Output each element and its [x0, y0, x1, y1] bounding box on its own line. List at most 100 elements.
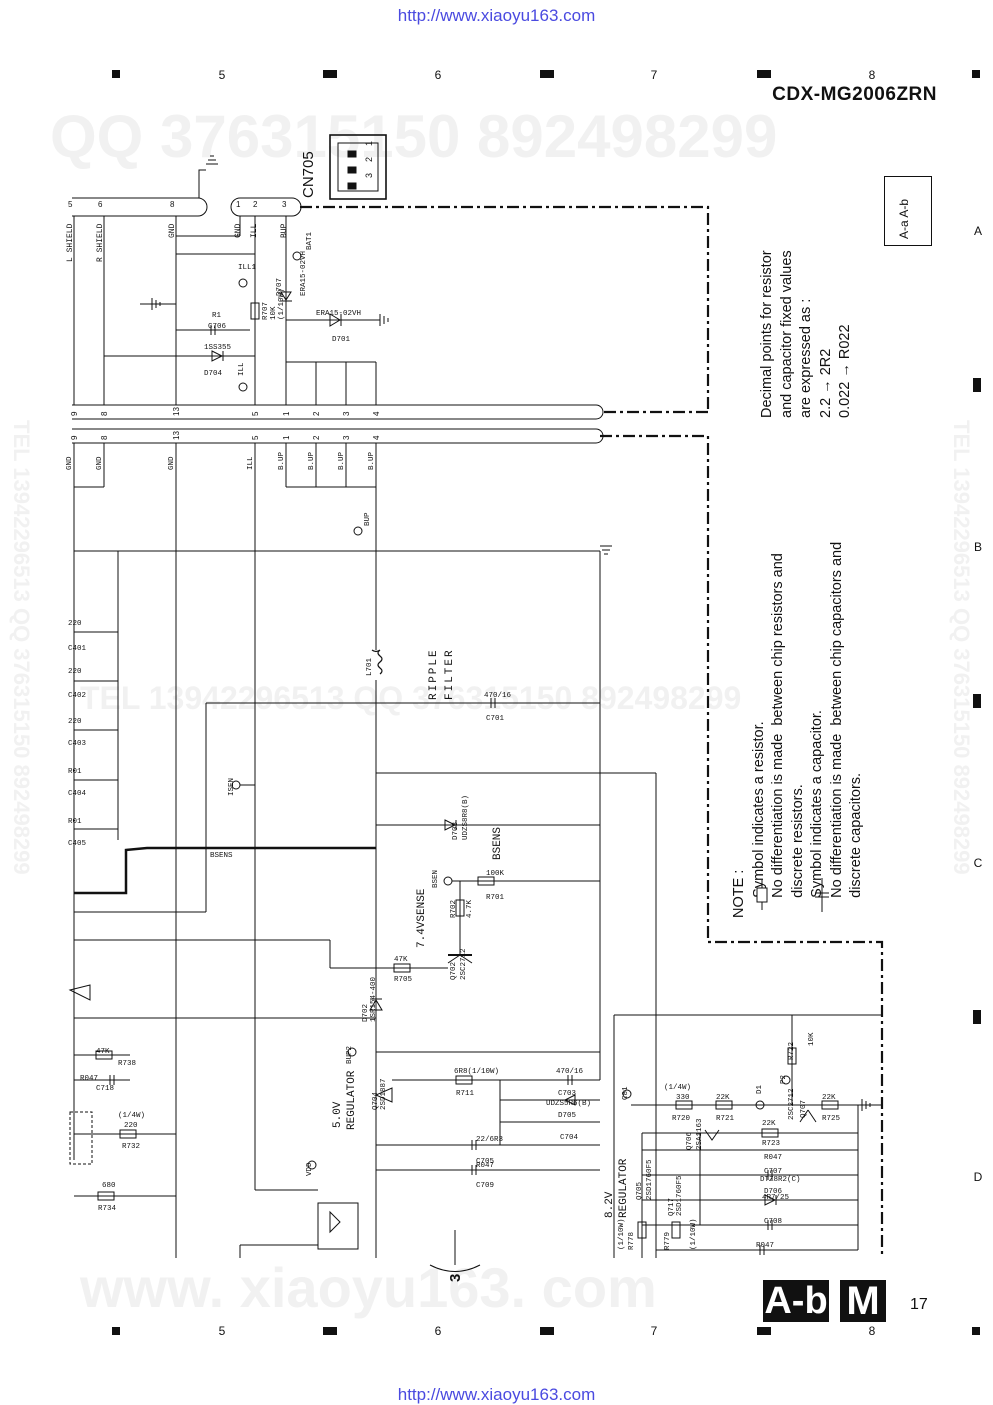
bus-pin-number: 1 — [282, 411, 291, 416]
component-label-c404: C404 — [68, 790, 87, 798]
bus-pin-number: 2 — [312, 411, 321, 416]
component-label-r702v: 4.7K — [466, 899, 474, 918]
block-badge-ab: A-b — [763, 1280, 829, 1322]
component-label-q717v: 2SD1760F5 — [676, 1175, 684, 1216]
bus-pin-name: B.UP — [278, 451, 286, 470]
component-label-c402v: 220 — [68, 668, 82, 676]
component-label-r723: R723 — [762, 1140, 781, 1148]
connector-ref: CN705 — [300, 151, 317, 198]
component-label-d706v: DTZ8R2(C) — [760, 1176, 801, 1184]
row-letter-c: C — [973, 856, 983, 870]
component-label-bup: BUP — [364, 512, 372, 526]
component-label-c403v: 220 — [68, 718, 82, 726]
component-label-vdd: VDD — [306, 1162, 314, 1176]
column-number-7-bottom: 7 — [650, 1324, 658, 1338]
bus-pin-name: B.UP — [338, 451, 346, 470]
bus-pin-number: 1 — [282, 435, 291, 440]
component-label-bsen: BSEN — [432, 869, 440, 888]
component-label-q717: Q717 — [668, 1197, 676, 1216]
column-number-5-bottom: 5 — [218, 1324, 226, 1338]
component-label-r734: R734 — [98, 1205, 117, 1213]
component-label-q707v: 2SC2712 — [788, 1088, 796, 1120]
component-label-c405v: R01 — [68, 818, 82, 826]
border-mark — [112, 1327, 120, 1335]
source-url-top[interactable]: http://www.xiaoyu163.com — [397, 6, 596, 25]
component-label-r738: R738 — [118, 1060, 137, 1068]
bus-pin-number: 9 — [70, 435, 79, 440]
component-label-reg5: 5.0V — [332, 1101, 344, 1128]
watermark-bottom: www. xiaoyu163. com — [80, 1256, 657, 1319]
column-number-8-bottom: 8 — [868, 1324, 876, 1338]
component-label-c709v: R047 — [476, 1162, 495, 1170]
bus-pin-name: GND — [168, 456, 176, 470]
component-label-r721v: 22K — [716, 1094, 730, 1102]
component-label-q702: Q702 — [450, 961, 458, 980]
bus-pin-name: B.UP — [308, 451, 316, 470]
component-label-bsens-net: BSENS — [210, 852, 233, 860]
component-label-r778w: (1/10W) — [618, 1218, 626, 1250]
component-label-isen: ISEN — [228, 777, 236, 796]
row-letter-d: D — [973, 1170, 983, 1184]
border-mark — [972, 1327, 980, 1335]
component-label-r720v: 330 — [676, 1094, 690, 1102]
block-reference-box: A-a A-b — [884, 176, 932, 246]
component-label-ripple: RIPPLE — [428, 648, 440, 700]
component-label-r725: R725 — [822, 1115, 841, 1123]
bus-pin-number: 2 — [312, 435, 321, 440]
component-label-d707v: ERA15-02VH — [300, 250, 308, 296]
component-label-c701: C701 — [486, 715, 505, 723]
border-mark — [112, 70, 120, 78]
component-label-r738v: 47K — [96, 1048, 110, 1056]
component-label-r723v: 22K — [762, 1120, 776, 1128]
pin-name: BUP — [280, 223, 289, 238]
component-label-c707: C707 — [764, 1168, 783, 1176]
component-label-c706: C706 — [208, 323, 227, 331]
border-mark — [973, 378, 981, 392]
page-number: 17 — [910, 1296, 928, 1313]
component-label-d703v: UDZS8R8(B) — [462, 794, 470, 840]
watermark-middle: TEL 13942296513 QQ 376315150 892498299 — [80, 680, 742, 716]
component-label-c404v: R01 — [68, 768, 82, 776]
component-label-p2: P2 — [780, 1074, 788, 1084]
component-label-c708v: 4R7/25 — [762, 1194, 790, 1202]
component-label-d704v: 1SS355 — [204, 344, 232, 352]
component-label-filter: FILTER — [444, 648, 456, 700]
component-label-q704: Q704 — [372, 1091, 380, 1110]
bus-pin-number: 3 — [342, 435, 351, 440]
component-label-r734v: 680 — [102, 1182, 116, 1190]
bus-pin-name: ILL — [247, 456, 255, 470]
symbol-note: NOTE : Symbol indicates a resistor. No d… — [731, 541, 864, 918]
connector-pin: 2 — [364, 156, 374, 162]
component-label-c707v: R047 — [764, 1154, 783, 1162]
pin-number: 6 — [98, 200, 103, 209]
component-label-bup2: BUP2 — [346, 1045, 354, 1064]
component-label-d706: D706 — [764, 1188, 783, 1196]
model-name: CDX-MG2006ZRN — [772, 84, 937, 105]
border-mark — [757, 70, 771, 78]
border-mark — [323, 70, 337, 78]
component-label-r725v: 22K — [822, 1094, 836, 1102]
component-label-d704: D704 — [204, 370, 223, 378]
row-letter-a: A — [973, 224, 982, 238]
component-label-c703: C703 — [558, 1090, 577, 1098]
component-label-r707v: 10K — [270, 306, 278, 320]
component-label-reg8b: REGULATOR — [618, 1158, 630, 1218]
pin-number: 2 — [253, 200, 258, 209]
source-url-bottom[interactable]: http://www.xiaoyu163.com — [397, 1385, 596, 1404]
component-label-c709: C709 — [476, 1182, 495, 1190]
component-label-r701v: 100K — [486, 870, 505, 878]
component-label-r705v: 47K — [394, 956, 408, 964]
border-mark — [540, 70, 554, 78]
component-label-r722: R722 — [788, 1041, 796, 1060]
bus-pin-name: GND — [96, 456, 104, 470]
component-label-c403: C403 — [68, 740, 87, 748]
component-label-c706v: R1 — [212, 312, 222, 320]
pin-name: GND — [234, 223, 243, 238]
component-label-r721: R721 — [716, 1115, 735, 1123]
component-label-c701v: 470/16 — [484, 692, 512, 700]
component-label-r778: R778 — [628, 1231, 636, 1250]
component-label-r705: R705 — [394, 976, 413, 984]
component-label-d702v: 1SR154-400 — [370, 976, 378, 1022]
bus-pin-number: 3 — [342, 411, 351, 416]
